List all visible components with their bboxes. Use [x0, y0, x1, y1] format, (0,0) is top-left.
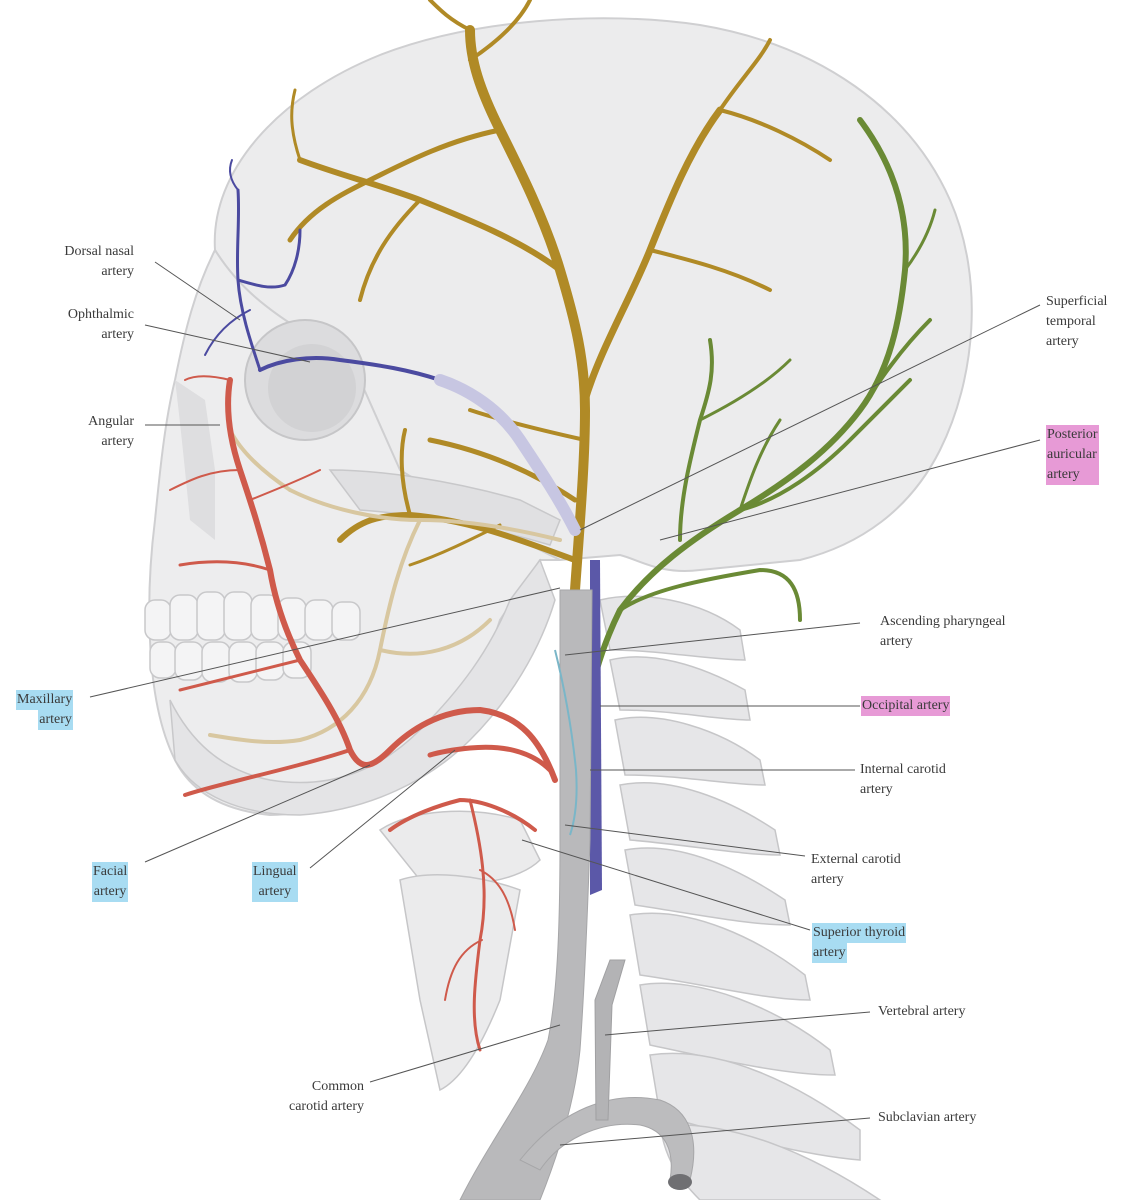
- label-dorsal-nasal-artery: Dorsal nasal artery: [30, 242, 134, 282]
- label-line: artery: [860, 782, 893, 797]
- label-angular-artery: Angular artery: [30, 412, 134, 452]
- label-line: artery: [38, 710, 74, 730]
- label-line: artery: [880, 634, 913, 649]
- label-line: Ascending pharyngeal: [880, 614, 1006, 629]
- subclavian-opening: [668, 1174, 692, 1190]
- ophthalmic-faded: [434, 374, 581, 536]
- label-line: artery: [1046, 465, 1099, 485]
- label-subclavian-artery: Subclavian artery: [878, 1108, 976, 1128]
- label-ascending-pharyngeal-artery: Ascending pharyngeal artery: [880, 612, 1006, 652]
- label-line: auricular: [1046, 445, 1099, 465]
- label-line: External carotid: [811, 852, 901, 867]
- label-vertebral-artery: Vertebral artery: [878, 1002, 965, 1022]
- label-line: Facial: [92, 862, 129, 882]
- label-facial-artery: Facial artery: [90, 862, 130, 902]
- label-line: Internal carotid: [860, 762, 946, 777]
- label-occipital-artery: Occipital artery: [859, 696, 952, 716]
- larynx: [378, 810, 541, 1092]
- label-line: Superficial: [1046, 294, 1108, 309]
- label-maxillary-artery: Maxillary artery: [14, 690, 75, 730]
- label-line: Common: [311, 1079, 364, 1094]
- facial-artery: [169, 375, 558, 797]
- label-superficial-temporal-artery: Superficial temporal artery: [1046, 292, 1107, 352]
- label-common-carotid-artery: Common carotid artery: [230, 1077, 364, 1117]
- lingual-artery: [388, 744, 553, 1052]
- label-superior-thyroid-artery: Superior thyroid artery: [810, 923, 908, 963]
- label-line: Lingual: [252, 862, 298, 882]
- label-line: Superior thyroid: [812, 923, 907, 943]
- label-line: artery: [812, 943, 847, 963]
- label-line: artery: [811, 872, 844, 887]
- label-line: artery: [92, 882, 129, 902]
- label-ophthalmic-artery: Ophthalmic artery: [30, 305, 134, 345]
- label-line: Posterior: [1046, 425, 1099, 445]
- label-line: Occipital artery: [861, 696, 951, 716]
- label-line: artery: [1046, 334, 1079, 349]
- label-lingual-artery: Lingual artery: [250, 862, 300, 902]
- label-posterior-auricular-artery: Posterior auricular artery: [1044, 425, 1101, 485]
- label-external-carotid-artery: External carotid artery: [811, 850, 901, 890]
- label-line: artery: [101, 327, 134, 342]
- label-line: Angular: [88, 414, 134, 429]
- nasal-cavity: [175, 380, 215, 540]
- orbit-inner: [268, 344, 356, 432]
- label-line: artery: [101, 434, 134, 449]
- label-line: Vertebral artery: [878, 1004, 966, 1019]
- label-line: Maxillary: [16, 690, 74, 710]
- label-line: Ophthalmic: [67, 307, 134, 322]
- label-line: temporal: [1046, 314, 1096, 329]
- leader-lines: [89, 261, 1041, 1146]
- internal-carotid-artery-vessel: [590, 560, 602, 895]
- occipital-artery: [577, 117, 937, 743]
- label-line: Subclavian artery: [878, 1110, 977, 1125]
- common-carotid-artery-vessel: [459, 589, 593, 1200]
- label-line: carotid artery: [288, 1099, 364, 1114]
- superior-thyroid-vessel: [554, 649, 578, 836]
- label-line: artery: [252, 882, 298, 902]
- label-line: Dorsal nasal: [64, 244, 134, 259]
- skull: [144, 17, 973, 817]
- vertebral-artery-vessel: [594, 959, 626, 1121]
- label-internal-carotid-artery: Internal carotid artery: [860, 760, 946, 800]
- ophthalmic-artery: [204, 159, 442, 382]
- maxillary-artery: [208, 428, 562, 745]
- superficial-temporal-artery: [287, 0, 832, 595]
- label-line: artery: [101, 264, 134, 279]
